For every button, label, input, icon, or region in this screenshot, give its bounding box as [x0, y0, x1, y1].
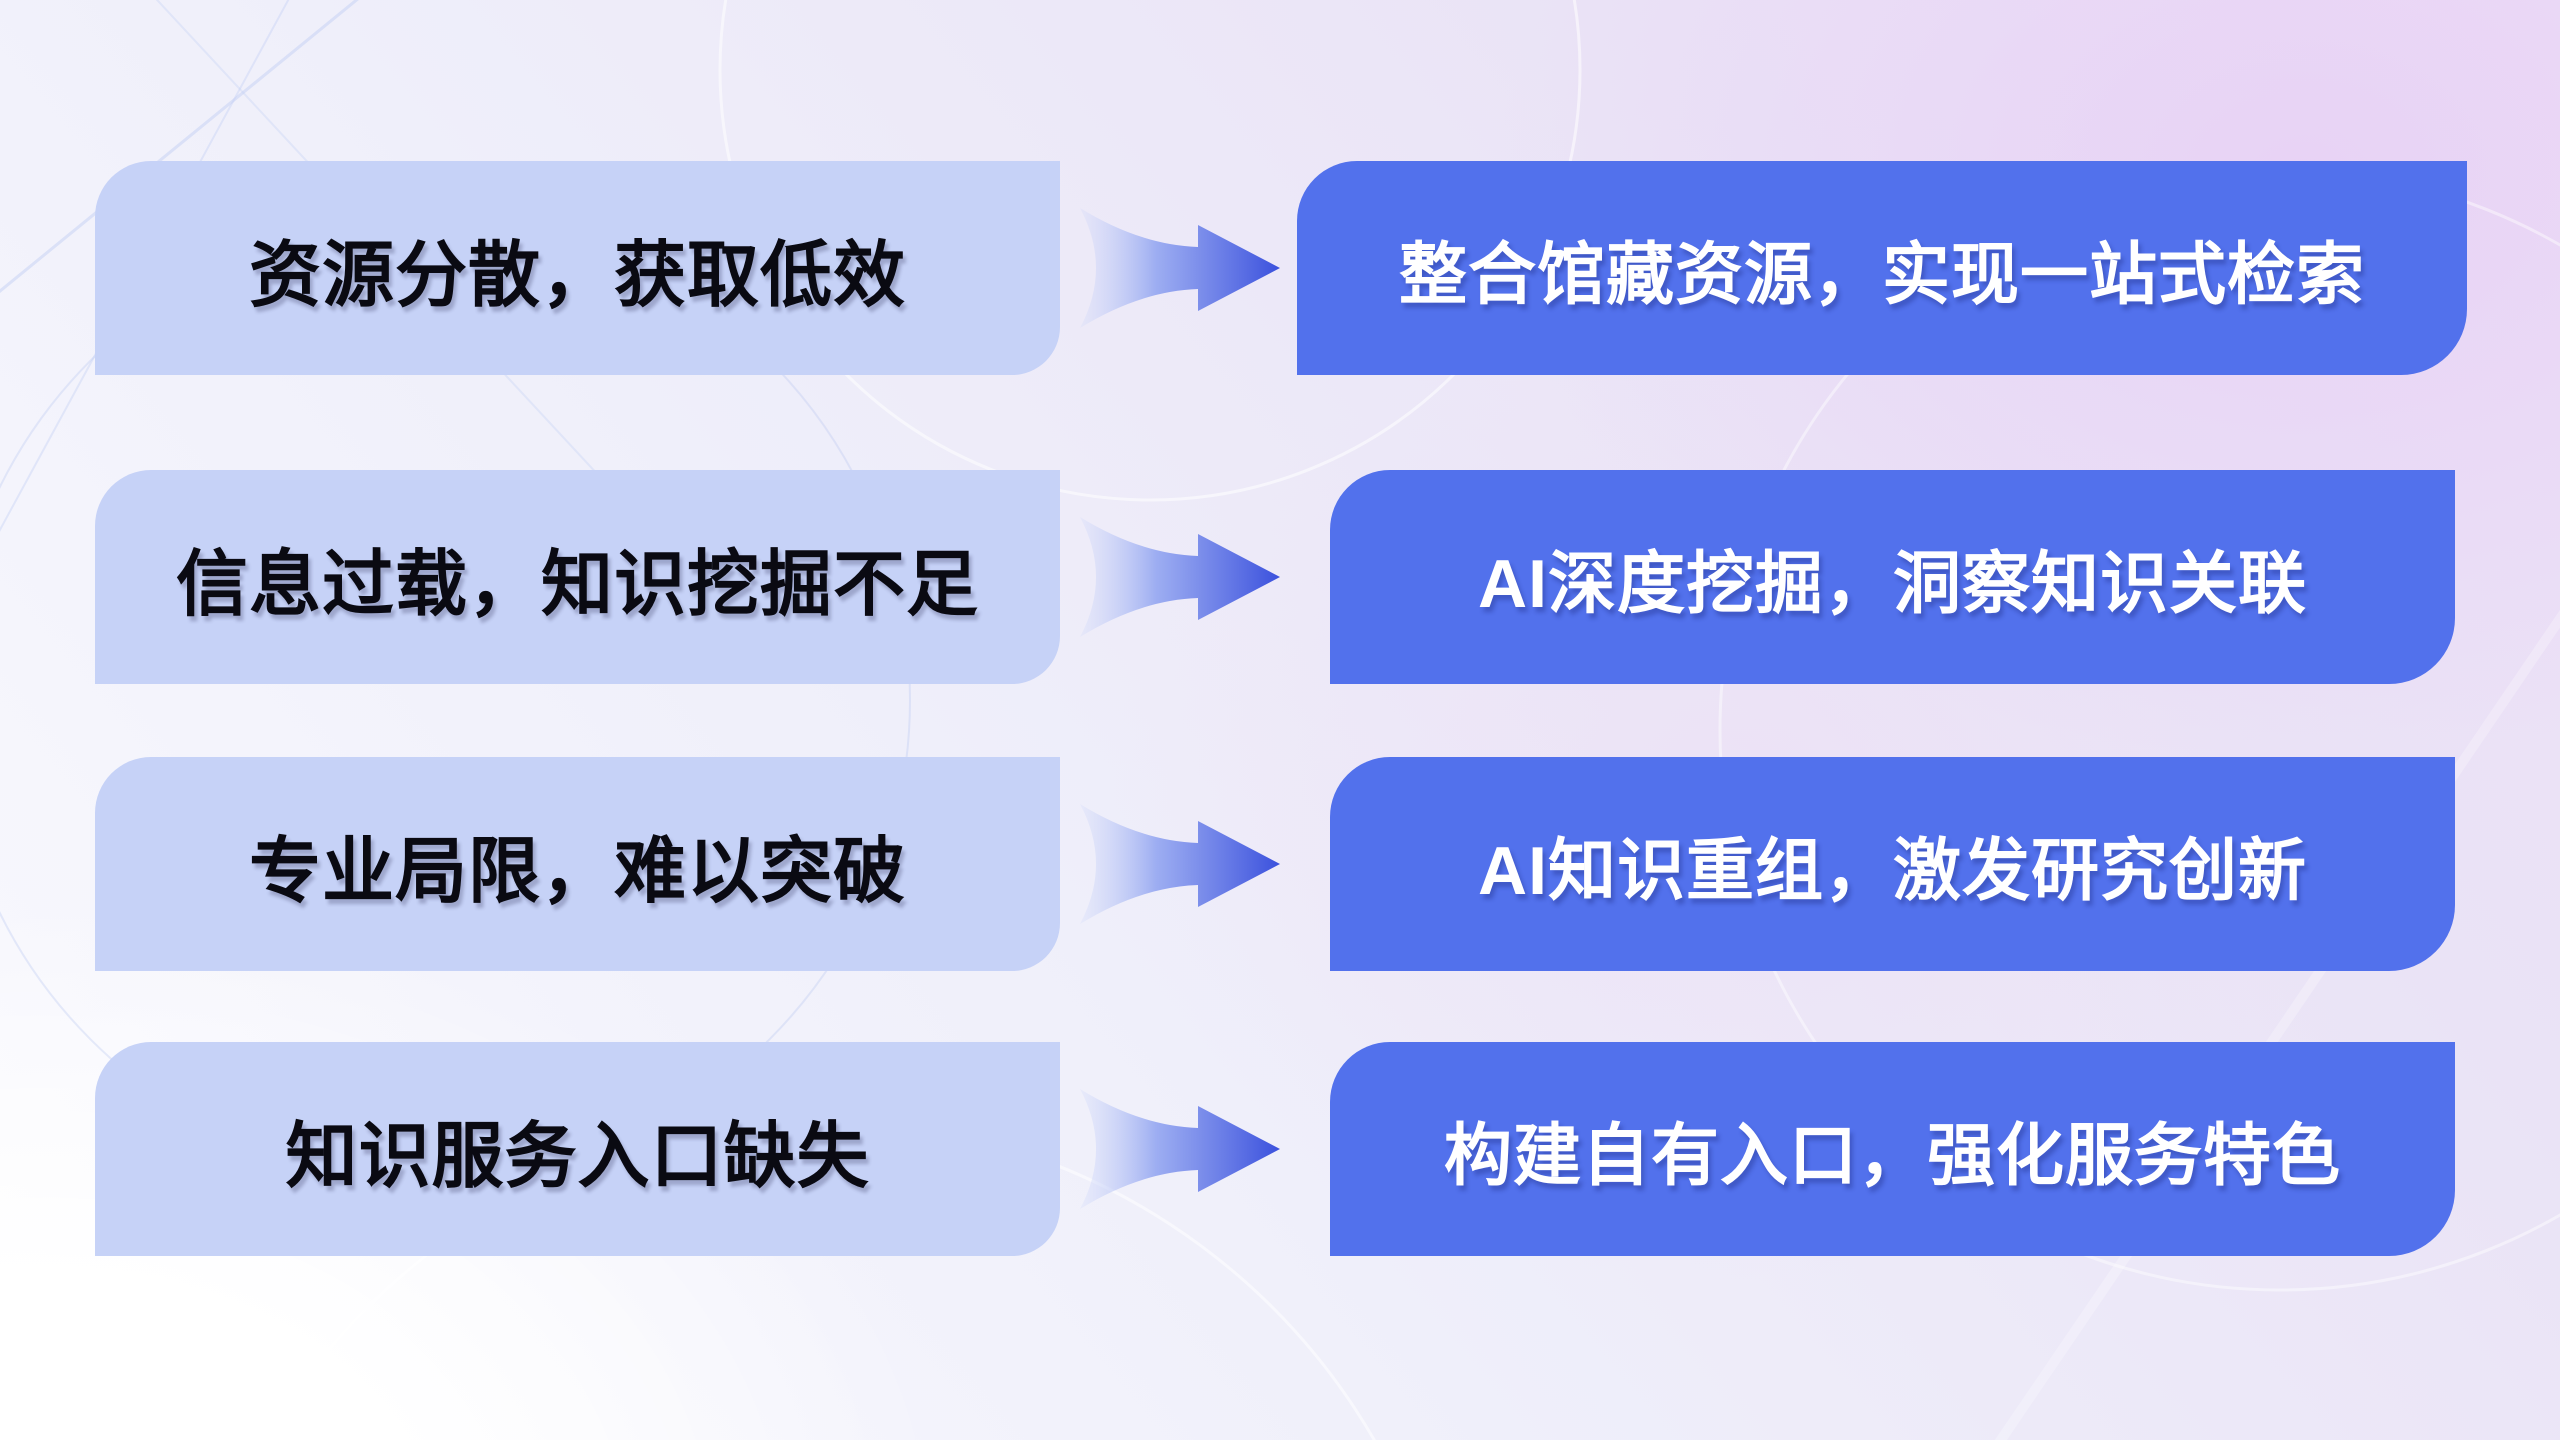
problem-text: 专业局限，难以突破: [248, 831, 906, 912]
solution-text: AI知识重组，激发研究创新: [1477, 832, 2307, 909]
flow-row: 专业局限，难以突破 AI知识重组，激发研究创新: [0, 757, 2560, 971]
problem-box: 知识服务入口缺失: [95, 1042, 1060, 1256]
solution-text: 构建自有入口，强化服务特色: [1443, 1117, 2341, 1194]
flow-arrow-right-icon: [1080, 208, 1280, 328]
flow-row: 资源分散，获取低效 整合馆藏资源，实现一站式检索: [0, 161, 2560, 375]
solution-text: AI深度挖掘，洞察知识关联: [1477, 545, 2307, 622]
problem-text: 信息过载，知识挖掘不足: [175, 544, 979, 625]
problem-box: 资源分散，获取低效: [95, 161, 1060, 375]
problem-box: 专业局限，难以突破: [95, 757, 1060, 971]
problem-text: 知识服务入口缺失: [285, 1116, 870, 1197]
flow-arrow-right-icon: [1080, 1089, 1280, 1209]
solution-box: AI知识重组，激发研究创新: [1330, 757, 2455, 971]
solution-box: 构建自有入口，强化服务特色: [1330, 1042, 2455, 1256]
solution-box: AI深度挖掘，洞察知识关联: [1330, 470, 2455, 684]
flow-row: 知识服务入口缺失 构建自有入口，强化服务特色: [0, 1042, 2560, 1256]
flow-row: 信息过载，知识挖掘不足 AI深度挖掘，洞察知识关联: [0, 470, 2560, 684]
solution-text: 整合馆藏资源，实现一站式检索: [1398, 236, 2365, 313]
problem-text: 资源分散，获取低效: [248, 235, 906, 316]
decor-streak: [1994, 609, 2560, 1440]
problem-box: 信息过载，知识挖掘不足: [95, 470, 1060, 684]
flow-arrow-right-icon: [1080, 804, 1280, 924]
solution-box: 整合馆藏资源，实现一站式检索: [1297, 161, 2467, 375]
flow-arrow-right-icon: [1080, 517, 1280, 637]
